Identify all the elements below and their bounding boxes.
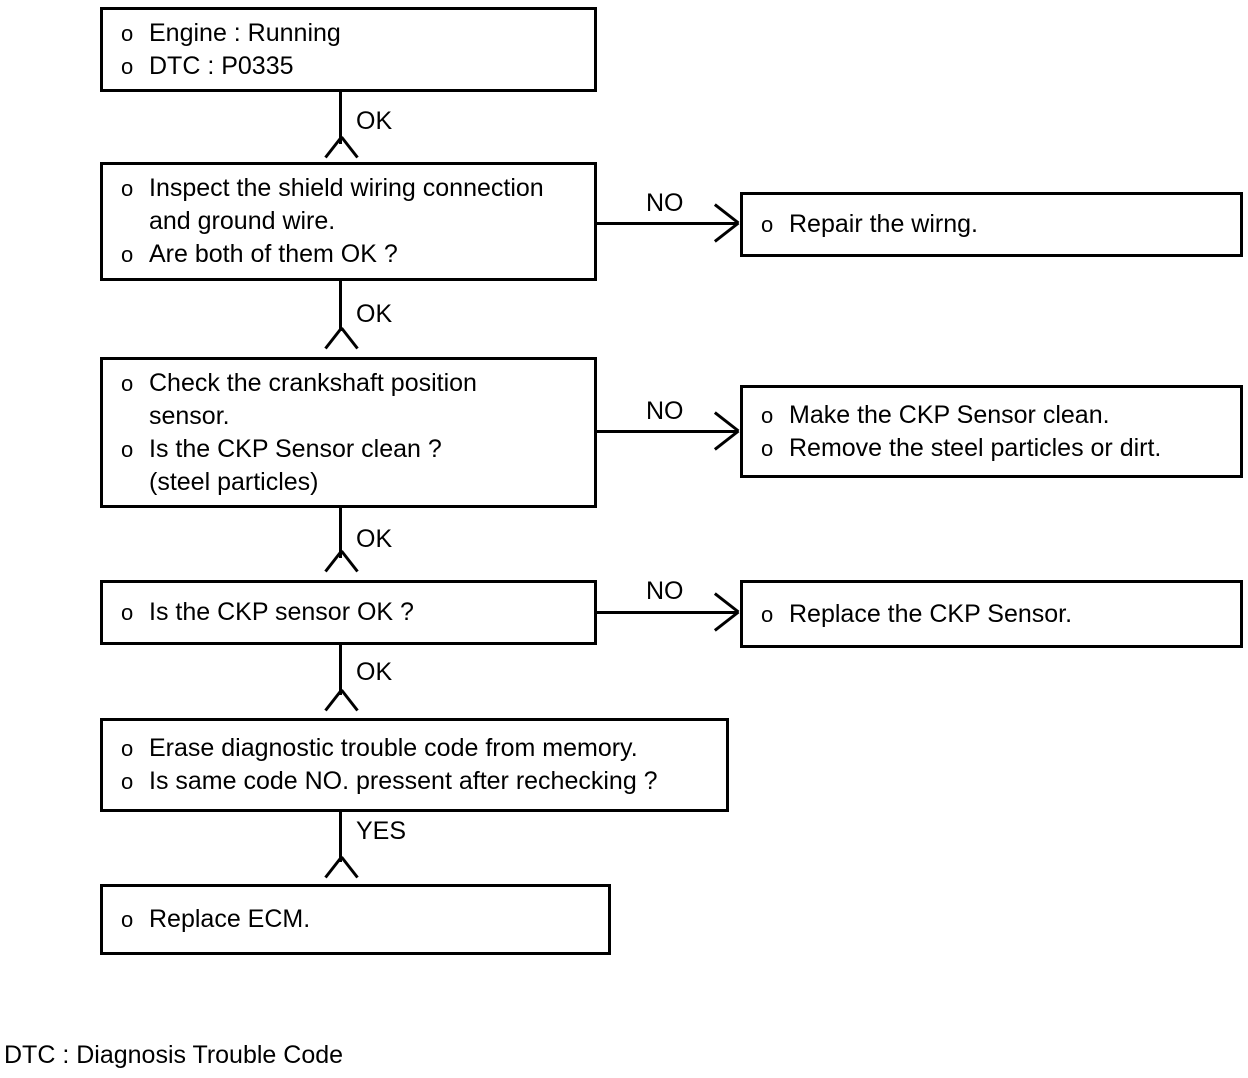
- edge-ckpok-no-line: [597, 611, 737, 614]
- bullet-icon: o: [121, 176, 134, 201]
- bullet-icon: o: [761, 435, 774, 461]
- edge-label-start-to-shield: OK: [356, 107, 393, 135]
- edge-start-to-shield-line: [339, 92, 342, 144]
- bullet-icon: o: [121, 370, 134, 396]
- bullet-icon: o: [121, 242, 134, 267]
- edge-check-no-line: [597, 430, 737, 433]
- legend-entry-dtc: DTC : Diagnosis Trouble Code: [4, 1041, 344, 1069]
- bullet-icon: o: [761, 402, 774, 428]
- node-step-check-ckp-line-3: o(steel particles): [149, 467, 319, 496]
- bullet-icon: o: [761, 212, 774, 237]
- edge-label-check-to-ckpok: OK: [356, 525, 393, 553]
- legend: DTC : Diagnosis Trouble Code ECM : Engin…: [4, 978, 392, 1078]
- edge-label-check-no: NO: [646, 397, 684, 425]
- bullet-icon: o: [121, 600, 134, 625]
- edge-shield-to-check-line: [339, 281, 342, 331]
- bullet-icon: o: [121, 20, 134, 46]
- node-step-check-ckp-line-1: osensor.: [149, 401, 230, 430]
- edge-shield-no-line: [597, 222, 737, 225]
- node-step-shield-line-1: oand ground wire.: [149, 207, 336, 235]
- edge-label-shield-to-check: OK: [356, 300, 393, 328]
- bullet-icon: o: [121, 769, 134, 794]
- bullet-icon: o: [121, 736, 134, 761]
- bullet-icon: o: [121, 907, 134, 932]
- bullet-icon: o: [121, 53, 134, 79]
- edge-erase-yes-line: [339, 812, 342, 862]
- bullet-icon: o: [761, 601, 774, 627]
- edge-ckpok-to-erase-line: [339, 645, 342, 695]
- edge-label-ckpok-no: NO: [646, 577, 684, 605]
- edge-label-erase-yes: YES: [356, 817, 407, 845]
- edge-check-to-ckpok-line: [339, 508, 342, 558]
- edge-label-ckpok-to-erase: OK: [356, 658, 393, 686]
- edge-label-shield-no: NO: [646, 189, 684, 217]
- bullet-icon: o: [121, 436, 134, 462]
